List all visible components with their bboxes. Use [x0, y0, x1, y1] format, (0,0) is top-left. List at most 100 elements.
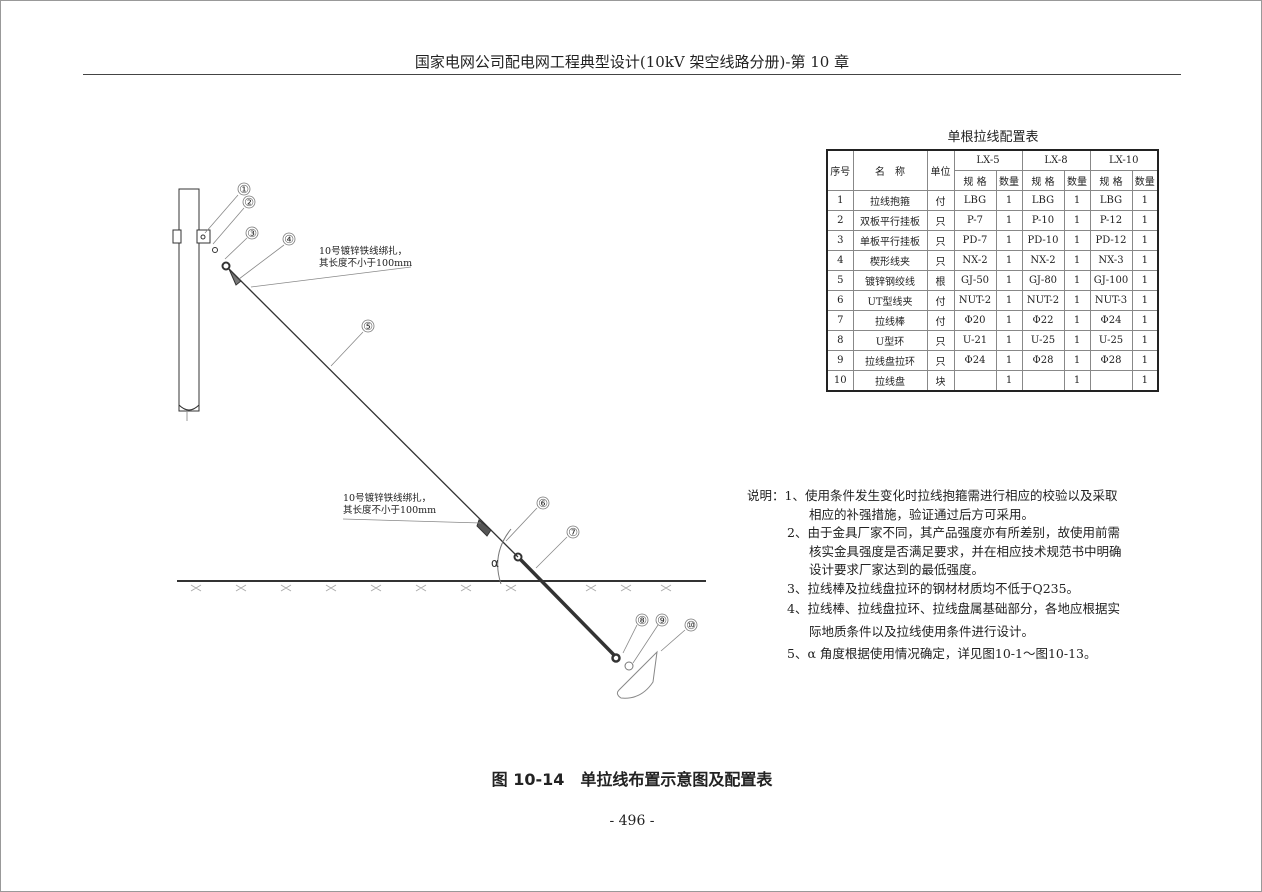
header-group: LX-10: [1089, 149, 1159, 171]
header-qty: 数量: [1063, 170, 1091, 191]
table-cell: 楔形线夹: [852, 250, 928, 271]
table-cell: 1: [995, 250, 1023, 271]
table-cell: 拉线盘: [852, 370, 928, 392]
table-cell: 付: [926, 290, 955, 311]
running-header: 国家电网公司配电网工程典型设计(10kV 架空线路分册)-第 10 章: [414, 53, 850, 71]
config-table: 序号 名 称 单位 LX-5 LX-8 LX-10 规 格数量 规 格数量 规 …: [826, 149, 1159, 392]
note-line: 设计要求厂家达到的最低强度。: [809, 562, 985, 577]
table-cell: NUT-3: [1089, 290, 1133, 311]
annotation-top: 10号镀锌铁线绑扎， 其长度不小于100mm: [319, 246, 412, 270]
table-cell: 8: [826, 330, 854, 351]
table-cell: NUT-2: [1021, 290, 1065, 311]
note-line: 3、拉线棒及拉线盘拉环的钢材材质均不低于Q235。: [787, 580, 1080, 596]
table-cell: 6: [826, 290, 854, 311]
table-cell: 只: [926, 230, 955, 251]
table-cell: 单板平行挂板: [852, 230, 928, 251]
table-cell: LBG: [1089, 190, 1133, 211]
table-cell: 5: [826, 270, 854, 291]
table-cell: Φ24: [953, 350, 997, 371]
table-cell: 1: [995, 370, 1023, 392]
table-cell: 只: [926, 330, 955, 351]
annotation-line: 其长度不小于100mm: [343, 505, 437, 516]
table-cell: GJ-50: [953, 270, 997, 291]
table-cell: 1: [995, 290, 1023, 311]
notes-prefix: 说明：: [747, 488, 785, 503]
table-cell: [1089, 370, 1133, 392]
header-spec: 规 格: [1021, 170, 1065, 191]
callout-3: ③: [247, 227, 257, 240]
table-cell: U型环: [852, 330, 928, 351]
table-cell: 1: [995, 350, 1023, 371]
anchor-rod: [518, 557, 617, 658]
table-cell: 7: [826, 310, 854, 331]
annotation-bottom: 10号镀锌铁线绑扎， 其长度不小于100mm: [343, 493, 436, 517]
table-cell: Φ22: [1021, 310, 1065, 331]
anchor-plate: [616, 650, 658, 699]
table-cell: 1: [1063, 210, 1091, 231]
clamp-right: [196, 229, 211, 244]
table-cell: 1: [995, 210, 1023, 231]
note-line: 5、α 角度根据使用情况确定，详见图10-1～图10-13。: [787, 646, 1097, 661]
header-spec: 规 格: [1089, 170, 1133, 191]
table-cell: U-25: [1089, 330, 1133, 351]
notes: 说明：1、使用条件发生变化时拉线抱箍需进行相应的校验以及采取 相应的补强措施，验…: [747, 487, 1122, 664]
table-cell: 1: [1063, 250, 1091, 271]
table-cell: NX-3: [1089, 250, 1133, 271]
table-cell: 1: [1063, 370, 1091, 392]
table-cell: 1: [995, 230, 1023, 251]
table-cell: 1: [1063, 290, 1091, 311]
callout-8: ⑧: [637, 614, 647, 627]
header-no: 序号: [826, 149, 854, 191]
table-cell: P-12: [1089, 210, 1133, 231]
table-cell: 1: [826, 190, 854, 211]
table-cell: 3: [826, 230, 854, 251]
table-cell: 10: [826, 370, 854, 392]
note-line: 核实金具强度是否满足要求，并在相应技术规范书中明确: [809, 543, 1122, 559]
table-cell: 付: [926, 310, 955, 331]
table-cell: U-21: [953, 330, 997, 351]
table-cell: NX-2: [1021, 250, 1065, 271]
header-rule: [83, 74, 1181, 75]
table-cell: [953, 370, 997, 392]
table-cell: GJ-80: [1021, 270, 1065, 291]
header-qty: 数量: [1131, 170, 1159, 191]
table-cell: 2: [826, 210, 854, 231]
table-cell: PD-12: [1089, 230, 1133, 251]
note-line: 1、使用条件发生变化时拉线抱箍需进行相应的校验以及采取: [784, 488, 1118, 503]
table-cell: NX-2: [953, 250, 997, 271]
callout-7: ⑦: [568, 526, 578, 539]
callout-10: ⑩: [686, 619, 696, 632]
note-line: 4、拉线棒、拉线盘拉环、拉线盘属基础部分，各地应根据实: [787, 601, 1120, 616]
annotation-line: 10号镀锌铁线绑扎，: [343, 493, 432, 504]
table-cell: LBG: [1021, 190, 1065, 211]
table-cell: 1: [1131, 370, 1159, 392]
header-group: LX-8: [1021, 149, 1091, 171]
table-cell: U-25: [1021, 330, 1065, 351]
table-cell: 1: [1131, 250, 1159, 271]
table-cell: 9: [826, 350, 854, 371]
annotation-line: 10号镀锌铁线绑扎，: [319, 246, 408, 257]
note-line: 际地质条件以及拉线使用条件进行设计。: [809, 623, 1035, 639]
table-cell: 根: [926, 270, 955, 291]
table-cell: UT型线夹: [852, 290, 928, 311]
table-cell: 1: [1131, 310, 1159, 331]
header-name: 名 称: [852, 149, 928, 191]
table-cell: 4: [826, 250, 854, 271]
table-cell: 1: [995, 330, 1023, 351]
table-cell: 1: [1131, 270, 1159, 291]
table-cell: 1: [1131, 350, 1159, 371]
table-cell: 1: [995, 270, 1023, 291]
header-qty: 数量: [995, 170, 1023, 191]
guy-wire: [228, 268, 519, 558]
table-cell: 1: [1063, 230, 1091, 251]
angle-label: α: [491, 556, 499, 570]
callout-1: ①: [239, 183, 249, 196]
